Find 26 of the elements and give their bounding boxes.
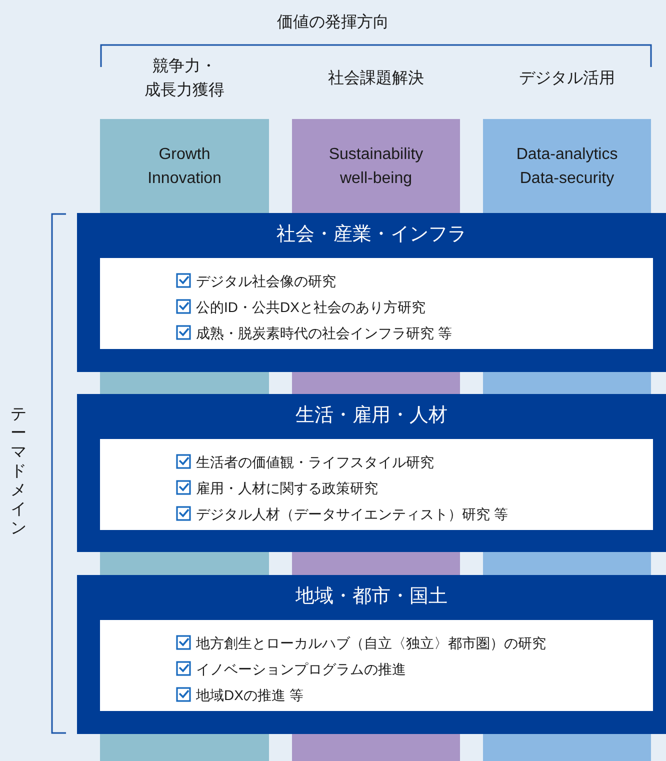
axis-title: テーマドメイン xyxy=(10,405,27,538)
topic-text: 成熟・脱炭素時代の社会インフラ研究 等 xyxy=(196,324,452,343)
topic-panel xyxy=(100,620,653,711)
topic-text: デジタル社会像の研究 xyxy=(196,272,336,291)
column-heading: デジタル活用 xyxy=(518,69,616,89)
topic-panel xyxy=(100,258,653,349)
column-heading: 社会課題解決 xyxy=(327,68,425,89)
topic-text: デジタル人材（データサイエンティスト）研究 等 xyxy=(196,505,508,524)
column-label: Data-analytics Data-security xyxy=(515,145,619,189)
domain-title: 社会・産業・インフラ xyxy=(276,223,468,247)
topic-text: 地域DXの推進 等 xyxy=(196,686,304,705)
column-label: Growth Innovation xyxy=(146,145,222,189)
domain-band xyxy=(77,213,666,372)
domain-title: 地域・都市・国土 xyxy=(294,585,448,609)
topic-text: 地方創生とローカルハブ（自立〈独立〉都市圏）の研究 xyxy=(196,634,546,653)
topic-text: 生活者の価値観・ライフスタイル研究 xyxy=(196,453,434,472)
topic-text: 雇用・人材に関する政策研究 xyxy=(196,479,378,498)
axis-title: 価値の発揮方向 xyxy=(276,12,390,33)
topic-text: 公的ID・公共DXと社会のあり方研究 xyxy=(196,298,426,317)
topic-panel xyxy=(100,439,653,530)
topic-text: イノベーションプログラムの推進 xyxy=(196,660,406,679)
column-label: Sustainability well-being xyxy=(328,145,424,189)
domain-band xyxy=(77,394,666,552)
domain-band xyxy=(77,575,666,734)
domain-title: 生活・雇用・人材 xyxy=(294,404,448,428)
column-heading: 競争力・成長力獲得 xyxy=(144,56,226,101)
